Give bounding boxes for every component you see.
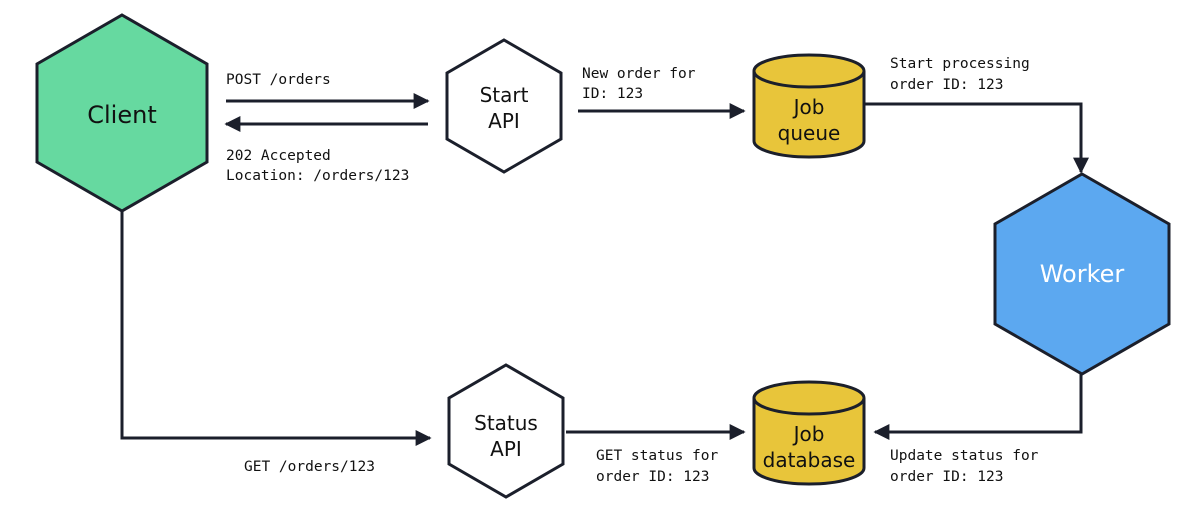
job-database-node: Job database <box>752 380 866 486</box>
client-hexagon <box>35 13 209 213</box>
worker-node: Worker <box>993 172 1171 376</box>
start-api-label-line1: Start <box>480 83 529 107</box>
edge-get-orders-label: GET /orders/123 <box>244 459 375 475</box>
status-api-hexagon <box>447 363 565 499</box>
start-api-hexagon <box>445 38 563 174</box>
job-database-cylinder-rim <box>752 397 866 416</box>
edge-post-orders-label: POST /orders <box>226 72 331 88</box>
job-queue-cylinder <box>752 53 866 159</box>
start-api-node: Start API <box>445 38 563 174</box>
edge-get-status-label-line2: order ID: 123 <box>596 469 710 485</box>
edge-accepted-label-line2: Location: /orders/123 <box>226 168 409 184</box>
edge-update-status-label-line1: Update status for <box>890 448 1039 464</box>
status-api-node: Status API <box>447 363 565 499</box>
job-database-cylinder <box>752 380 866 486</box>
job-queue-label-line2: queue <box>778 121 841 145</box>
client-node: Client <box>35 13 209 213</box>
edge-get-status-label-line1: GET status for <box>596 448 718 464</box>
edge-start-processing-arrow <box>864 102 1089 174</box>
job-queue-node: Job queue <box>752 53 866 159</box>
worker-hexagon <box>993 172 1171 376</box>
status-api-label-line1: Status <box>474 411 538 435</box>
start-api-label-line2: API <box>488 109 520 133</box>
client-label: Client <box>87 101 156 129</box>
job-database-label-line2: database <box>763 448 856 472</box>
edge-start-processing-label-line2: order ID: 123 <box>890 77 1004 93</box>
edge-update-status-label-line2: order ID: 123 <box>890 469 1004 485</box>
edge-new-order-label-line1: New order for <box>582 66 696 82</box>
job-queue-cylinder-rim <box>752 70 866 89</box>
worker-label: Worker <box>1040 260 1125 288</box>
edge-accepted-label-line1: 202 Accepted <box>226 148 331 164</box>
job-database-label-line1: Job <box>792 422 825 446</box>
edge-update-status-arrow <box>873 374 1083 440</box>
edge-get-orders-arrow <box>120 210 432 446</box>
job-queue-label-line1: Job <box>792 95 825 119</box>
edge-new-order-label-line2: ID: 123 <box>582 86 643 102</box>
edge-start-processing-label-line1: Start processing <box>890 56 1030 72</box>
status-api-label-line2: API <box>490 437 522 461</box>
